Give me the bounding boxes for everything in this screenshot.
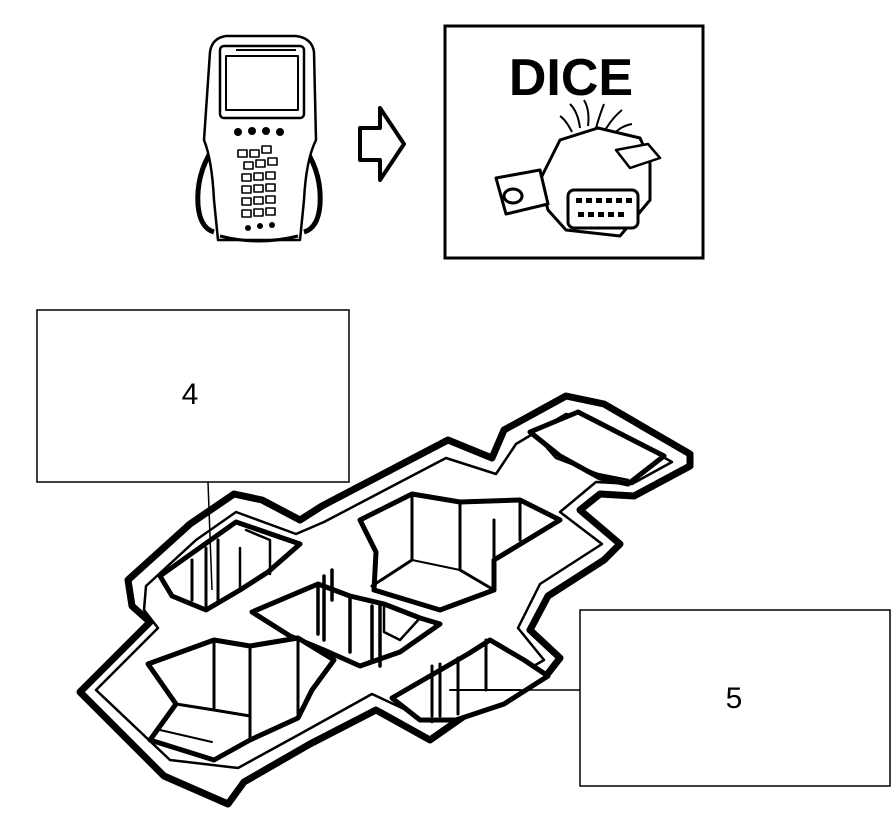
dice-panel-title: DICE [509, 49, 633, 107]
callout-4-box [36, 309, 350, 483]
arrow-right-icon [358, 106, 406, 182]
callout-5-box [579, 609, 891, 787]
callout-4-leader [207, 481, 213, 591]
callout-4: 4 [36, 309, 350, 591]
scan-tool-icon [195, 34, 323, 243]
callout-5: 5 [462, 609, 891, 787]
storage-tray-icon [76, 392, 694, 808]
dice-panel: DICE [443, 24, 705, 260]
dice-connector-icon [494, 99, 662, 238]
callout-4-number: 4 [182, 378, 199, 411]
callout-5-number: 5 [726, 682, 743, 715]
